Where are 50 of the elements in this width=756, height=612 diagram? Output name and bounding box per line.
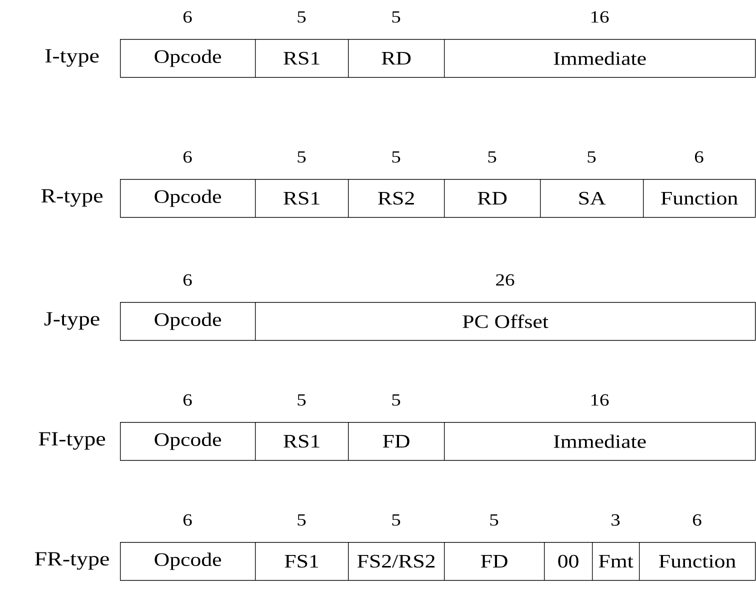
bit-width: 16 <box>591 394 609 406</box>
field-box: RD <box>348 38 445 78</box>
bit-width: 6 <box>692 514 702 526</box>
field-box: RS1 <box>255 422 349 461</box>
field-box: Opcode <box>120 302 256 341</box>
field-box: Opcode <box>120 38 256 78</box>
node-label: J-type <box>44 312 100 330</box>
bit-width: 5 <box>392 514 400 526</box>
node-label: I-type <box>45 49 99 67</box>
field-box: SA <box>540 178 644 218</box>
bit-width: 5 <box>490 514 498 526</box>
node-label: R-type <box>41 189 103 207</box>
field-box: Function <box>639 542 756 581</box>
field-box: Opcode <box>120 542 256 581</box>
bit-width: 5 <box>392 394 400 406</box>
bit-width: 5 <box>298 11 306 23</box>
field-box: RS1 <box>255 38 349 78</box>
field-box: Immediate <box>444 38 756 78</box>
bit-width: 6 <box>183 394 192 406</box>
field-box: FS2/RS2 <box>348 542 445 581</box>
bit-width: 5 <box>298 394 306 406</box>
field-box: 00 <box>544 542 593 581</box>
field-box: RS2 <box>348 178 445 218</box>
field-box: FD <box>348 422 445 461</box>
field-box: PC Offset <box>255 302 756 341</box>
field-box: FD <box>444 542 545 581</box>
bit-width: 5 <box>392 11 400 23</box>
field-box: FS1 <box>255 542 349 581</box>
bit-width: 5 <box>392 151 400 163</box>
bit-width: 6 <box>183 151 192 163</box>
bit-width: 5 <box>298 151 306 163</box>
bit-width: 5 <box>488 151 496 163</box>
bit-width: 6 <box>694 151 704 163</box>
bit-width: 6 <box>183 11 192 23</box>
bit-width: 3 <box>612 514 620 526</box>
node-label: FR-type <box>34 552 109 570</box>
bit-width: 6 <box>183 274 192 286</box>
field-box: Fmt <box>592 542 640 581</box>
bit-width: 16 <box>591 11 609 23</box>
field-box: RS1 <box>255 178 349 218</box>
field-box: Opcode <box>120 178 256 218</box>
field-box: RD <box>444 178 541 218</box>
bit-width: 5 <box>588 151 596 163</box>
field-box: Opcode <box>120 422 256 461</box>
bit-width: 26 <box>496 274 514 286</box>
field-box: Immediate <box>444 422 756 461</box>
field-box: Function <box>643 178 756 218</box>
bit-width: 6 <box>183 514 192 526</box>
bit-width: 5 <box>298 514 306 526</box>
node-label: FI-type <box>38 432 106 450</box>
